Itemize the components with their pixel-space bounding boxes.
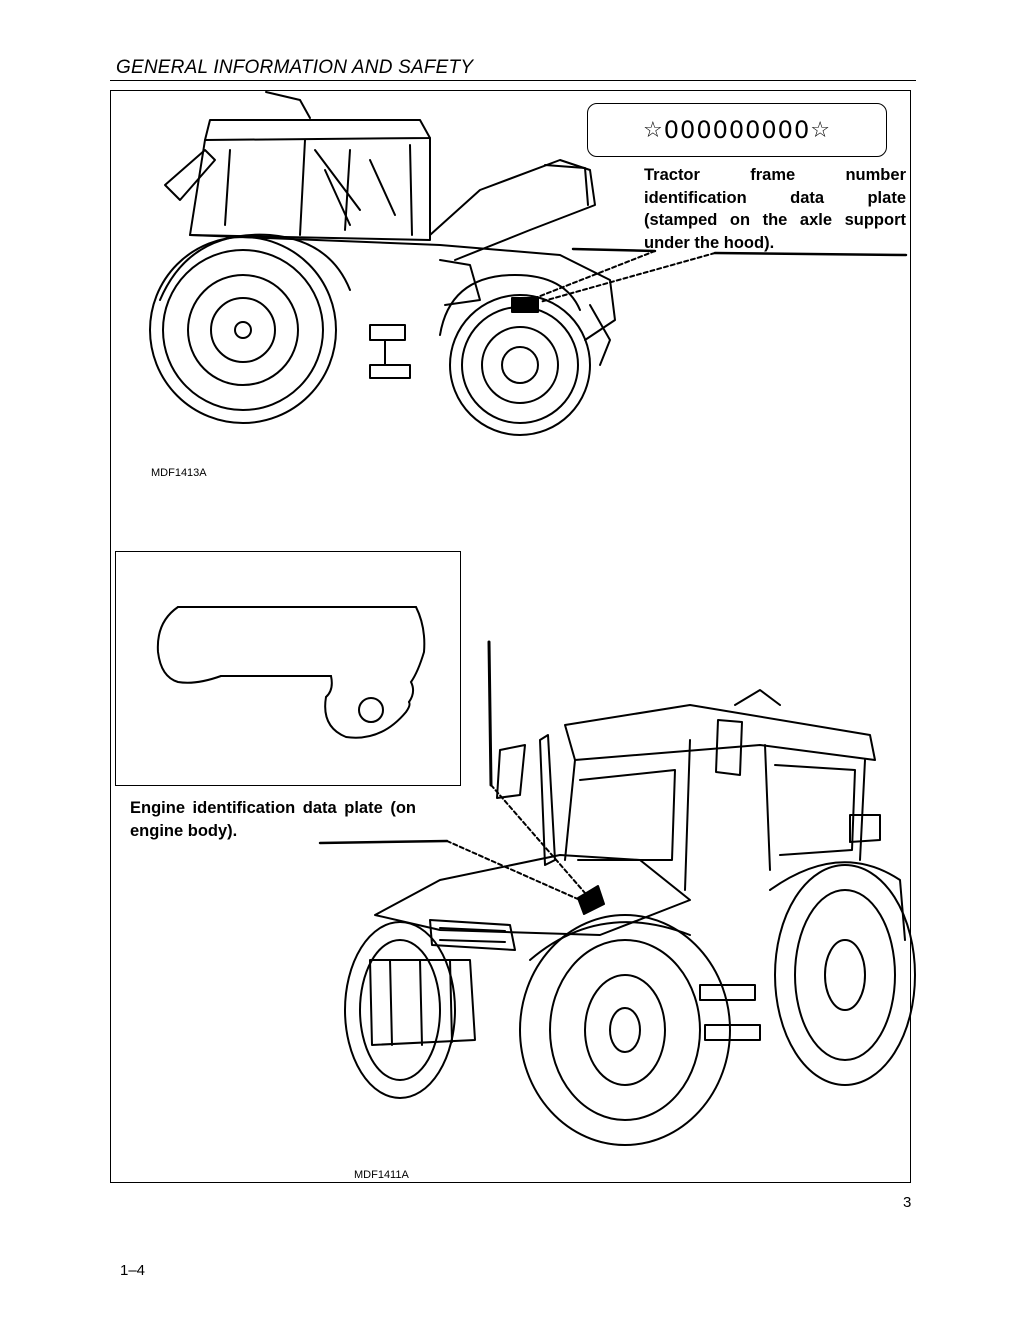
frame-plate-caption: Tractor frame number identification data…: [644, 166, 906, 252]
page-header-title: GENERAL INFORMATION AND SAFETY: [116, 57, 474, 78]
star-icon: ☆: [643, 117, 664, 143]
figure-frame: [110, 90, 911, 1183]
header-rule: [110, 80, 916, 81]
frame-number: 000000000: [663, 116, 811, 144]
frame-plate-marker: [511, 297, 539, 313]
frame-number-plate: ☆ 000000000 ☆: [587, 103, 887, 157]
page-number: 1–4: [120, 1262, 146, 1279]
figure-code-bottom: MDF1411A: [354, 1169, 409, 1181]
tractor-side-illustration: [149, 91, 616, 436]
engine-plate-outline: [156, 606, 426, 739]
figure-number: 3: [903, 1194, 912, 1211]
tractor-front-illustration: [344, 689, 916, 1146]
engine-plate-caption: Engine identification data plate (on eng…: [130, 799, 416, 840]
engine-plate-inset: [115, 551, 461, 786]
engine-plate-marker: [577, 885, 605, 915]
figure-code-top: MDF1413A: [151, 467, 207, 479]
star-icon: ☆: [810, 117, 831, 143]
